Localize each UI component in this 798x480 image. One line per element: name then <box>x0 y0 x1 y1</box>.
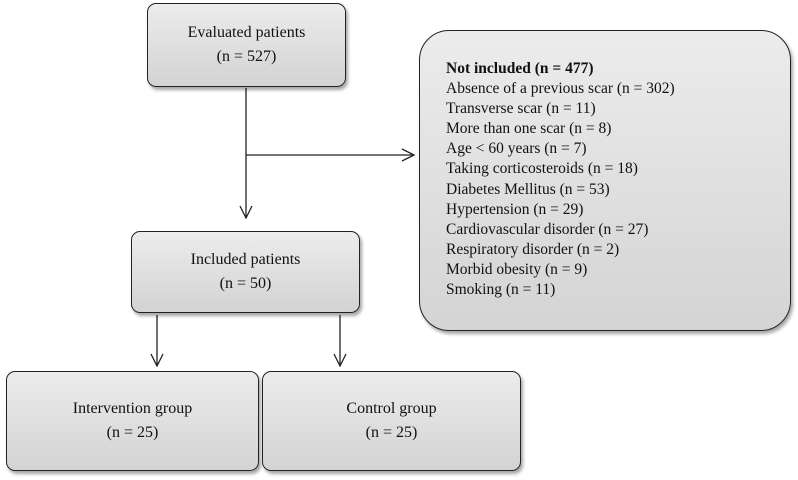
control-group-box: Control group (n = 25) <box>262 371 521 471</box>
included-patients-box: Included patients (n = 50) <box>131 231 360 313</box>
intervention-group-box: Intervention group (n = 25) <box>6 371 259 471</box>
control-label: Control group <box>346 400 437 417</box>
exclusion-reason: Morbid obesity (n = 9) <box>446 260 588 278</box>
intervention-label: Intervention group <box>72 400 193 417</box>
evaluated-patients-box: Evaluated patients (n = 527) <box>147 3 346 87</box>
evaluated-label: Evaluated patients <box>187 24 306 41</box>
exclusion-reason: Transverse scar (n = 11) <box>446 100 596 118</box>
exclusion-reason: Taking corticosteroids (n = 18) <box>446 160 638 178</box>
control-count: (n = 25) <box>365 424 418 441</box>
exclusion-reason: Smoking (n = 11) <box>446 281 556 299</box>
evaluated-count: (n = 527) <box>216 48 277 65</box>
exclusion-reason: Cardiovascular disorder (n = 27) <box>446 220 649 238</box>
exclusion-reason: More than one scar (n = 8) <box>446 120 612 138</box>
exclusion-reason: Diabetes Mellitus (n = 53) <box>446 180 610 198</box>
included-count: (n = 50) <box>219 275 272 292</box>
exclusion-reason: Hypertension (n = 29) <box>446 200 584 218</box>
exclusion-reason: Respiratory disorder (n = 2) <box>446 240 620 258</box>
included-label: Included patients <box>190 251 301 268</box>
not-included-box: Not included (n = 477) Absence of a prev… <box>419 30 791 331</box>
not-included-title: Not included (n = 477) <box>446 60 594 77</box>
exclusion-reason: Age < 60 years (n = 7) <box>446 140 587 158</box>
intervention-count: (n = 25) <box>106 424 159 441</box>
exclusion-reason: Absence of a previous scar (n = 302) <box>446 80 675 98</box>
